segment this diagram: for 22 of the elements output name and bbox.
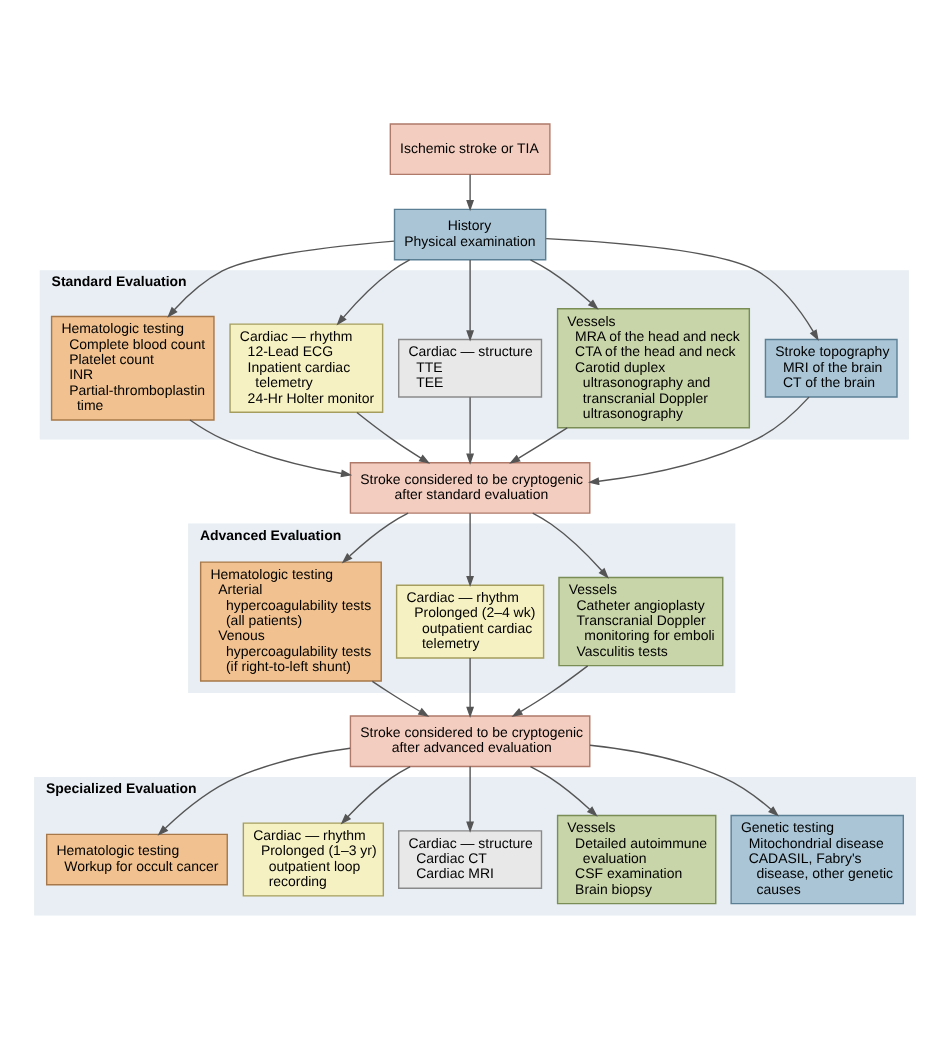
arrow	[335, 259, 410, 326]
arrow	[340, 512, 408, 564]
arrow	[370, 680, 429, 717]
arrow	[339, 765, 410, 825]
arrow	[465, 657, 474, 719]
arrow	[510, 665, 588, 717]
arrow	[465, 173, 474, 212]
arrow	[588, 744, 779, 817]
arrow	[465, 259, 474, 342]
arrow	[531, 512, 608, 579]
arrow	[156, 747, 350, 836]
arrow	[166, 240, 394, 318]
arrow	[508, 427, 567, 464]
arrow	[528, 765, 597, 817]
arrow	[586, 396, 809, 486]
arrow	[465, 512, 474, 588]
arrow	[528, 259, 598, 310]
arrow	[465, 396, 474, 465]
arrow	[465, 765, 474, 833]
arrow	[188, 419, 352, 478]
arrow	[544, 237, 818, 341]
arrow	[355, 411, 430, 464]
